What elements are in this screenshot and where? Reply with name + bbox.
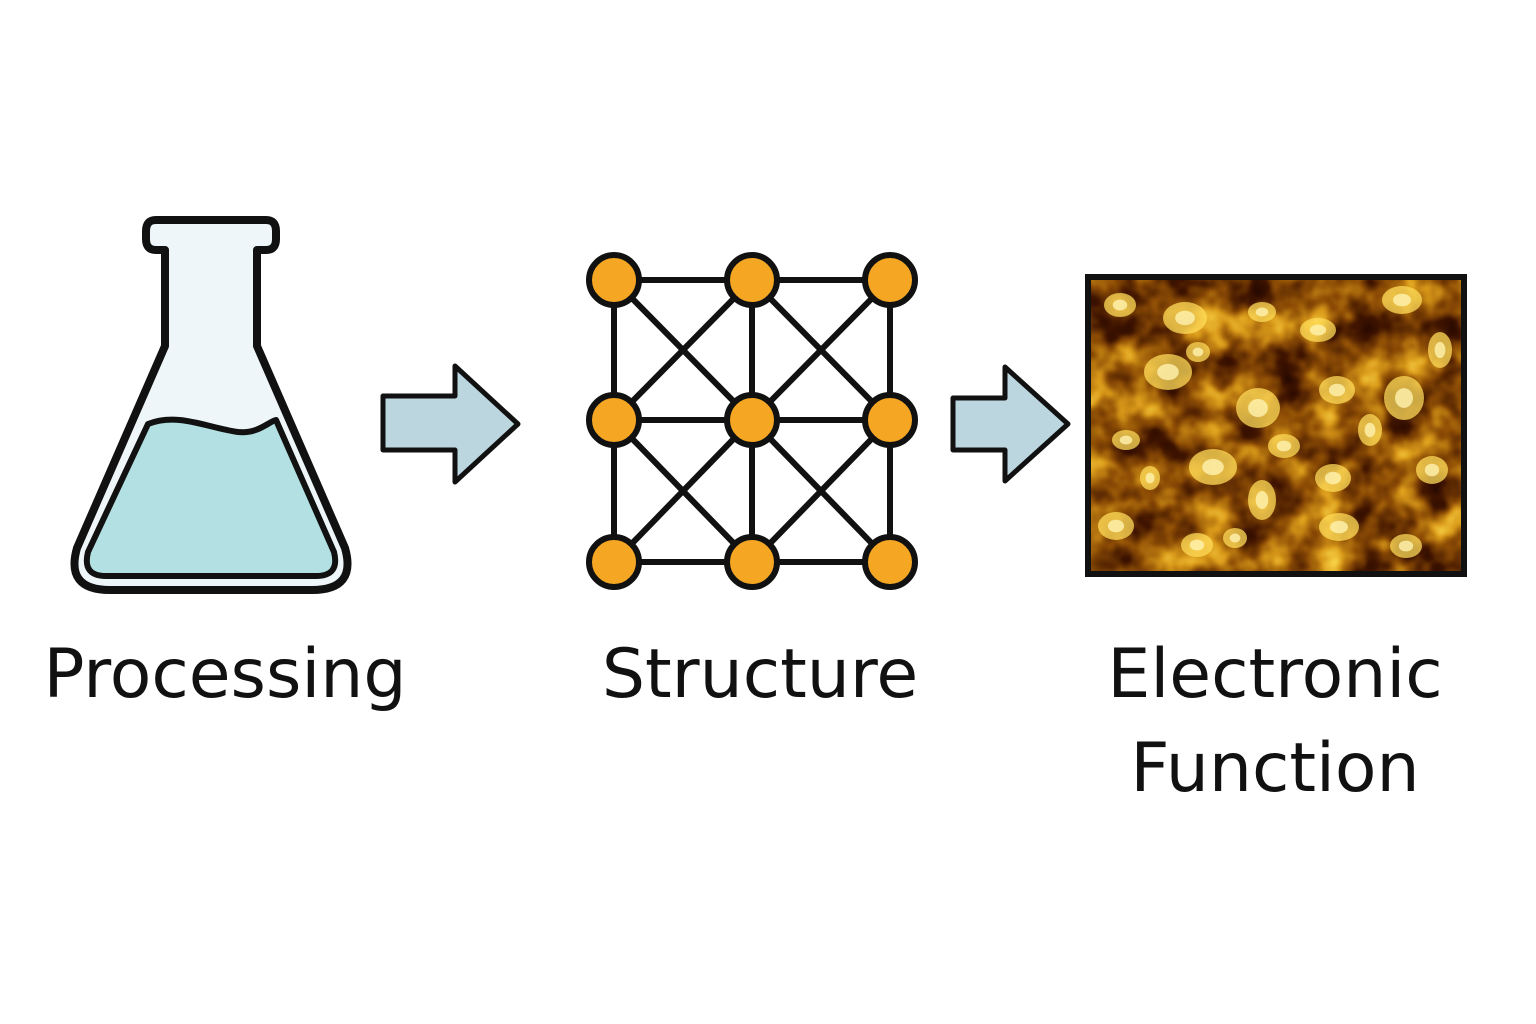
microscopy-grain-core xyxy=(1424,463,1440,477)
microscopy-grain-core xyxy=(1398,540,1414,552)
lattice-node xyxy=(862,252,918,308)
microscopy-grain-core xyxy=(1175,310,1195,326)
lattice-node xyxy=(586,252,642,308)
microscopy-grain-core xyxy=(1112,299,1128,311)
microscopy-grain-core xyxy=(1324,471,1342,485)
microscopy-grain-core xyxy=(1189,539,1205,551)
microscopy-grain-core xyxy=(1202,458,1224,476)
stage-label-processing: Processing xyxy=(20,628,430,722)
stage-label-line: Function xyxy=(1130,728,1420,808)
microscopy-grain-core xyxy=(1248,399,1268,417)
stage-label-line: Structure xyxy=(601,635,919,714)
microscopy-grain-core xyxy=(1157,363,1179,381)
lattice-edge xyxy=(611,277,755,423)
lattice-node xyxy=(586,392,642,448)
lattice-node xyxy=(862,392,918,448)
flask-liquid xyxy=(83,416,339,579)
microscopy-grain-core xyxy=(1145,472,1155,484)
lattice-node xyxy=(586,534,642,590)
microscopy-grain-core xyxy=(1330,520,1348,534)
microscopy-grain-core xyxy=(1364,422,1376,438)
microscopy-grain-core xyxy=(1309,324,1327,336)
lattice-node xyxy=(724,252,780,308)
microscopy-frame xyxy=(1085,274,1467,577)
microscopy-grain-core xyxy=(1395,388,1413,408)
microscopy-grain-core xyxy=(1229,533,1241,543)
microscopy-grain-core xyxy=(1107,519,1125,533)
flask-icon xyxy=(70,216,352,594)
lattice-edge xyxy=(749,417,893,565)
microscopy-grain-core xyxy=(1328,383,1346,397)
microscopy-bright-grains xyxy=(1098,286,1452,558)
lattice-node xyxy=(724,534,780,590)
microscopy-grain-core xyxy=(1393,293,1411,307)
lattice-nodes xyxy=(586,252,918,590)
microscopy-grain-core xyxy=(1255,307,1269,317)
microscopy-texture xyxy=(1090,279,1462,572)
lattice-icon xyxy=(586,252,918,590)
lattice-edge xyxy=(749,277,893,423)
stage-label-line: Processing xyxy=(43,635,407,714)
arrow-structure-to-function xyxy=(950,364,1071,484)
microscopy-grain-core xyxy=(1192,347,1204,357)
arrow-processing-to-structure xyxy=(380,363,521,485)
microscopy-image xyxy=(1085,274,1467,577)
stage-label-structure: Structure xyxy=(560,628,960,722)
microscopy-grain-core xyxy=(1434,341,1446,359)
microscopy-grain-core xyxy=(1255,491,1269,509)
lattice-node xyxy=(724,392,780,448)
stage-label-electronic-function: Electronic Function xyxy=(1060,628,1490,816)
stage-label-line: Electronic xyxy=(1107,635,1443,714)
microscopy-grain-core xyxy=(1276,440,1292,452)
microscopy-grain-core xyxy=(1119,435,1133,445)
lattice-node xyxy=(862,534,918,590)
lattice-edge xyxy=(611,417,755,565)
